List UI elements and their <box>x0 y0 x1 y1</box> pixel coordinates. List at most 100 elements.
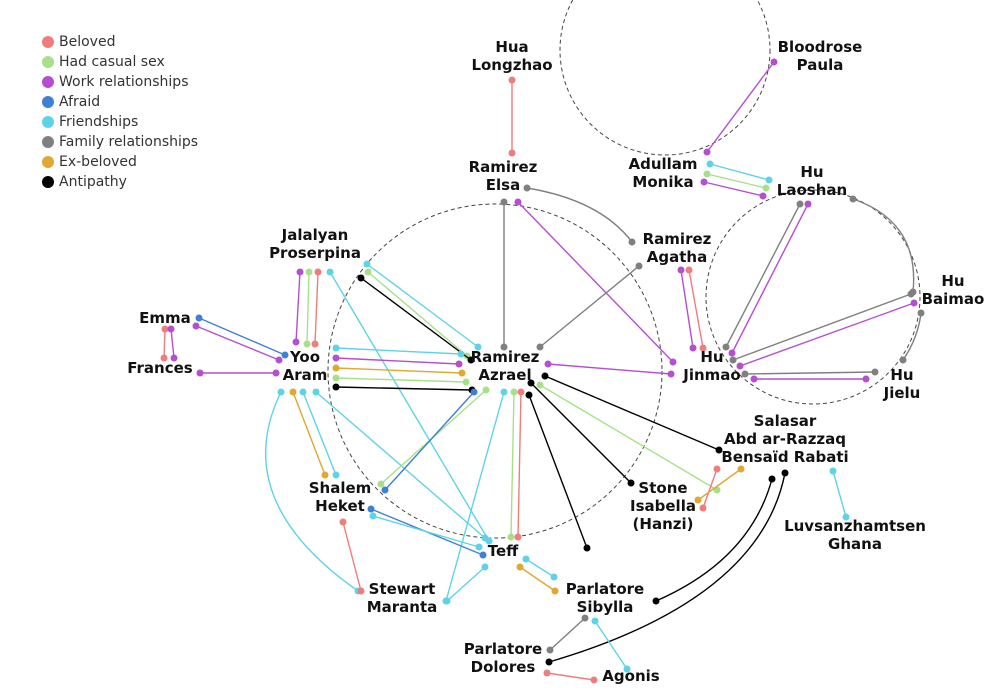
node-label-line: Sibylla <box>577 598 634 616</box>
link-sibylla-agonis-friend <box>594 620 628 670</box>
node-label-agonis: Agonis <box>602 667 659 685</box>
link-endpoint-dolores <box>545 658 553 666</box>
node-label-line: Isabella <box>630 497 696 515</box>
link-endpoint-sibylla <box>551 587 559 595</box>
link-endpoint-jinmao <box>750 375 758 383</box>
link-endpoint-jinmao <box>736 362 744 370</box>
node-label-line: Adullam <box>628 155 697 173</box>
link-baimao-jinmao-family <box>732 293 912 361</box>
node-label-line: Azrael <box>478 366 531 384</box>
node-label-line: (Hanzi) <box>633 515 694 533</box>
link-endpoint-shalem <box>377 480 385 488</box>
link-azrael-stone-antipathy <box>530 382 632 484</box>
link-endpoint-salasar <box>768 475 776 483</box>
link-endpoint-yoo <box>332 354 340 362</box>
link-endpoint-shalem <box>369 512 377 520</box>
link-azrael-teff-beloved <box>517 391 522 538</box>
link-endpoint-frances <box>170 354 178 362</box>
link-endpoint-yoo <box>275 356 283 364</box>
node-label-line: Ramirez <box>643 230 712 248</box>
link-endpoint-jalalyan <box>314 268 322 276</box>
link-yoo-shalem-friend <box>302 391 337 476</box>
node-label-line: Stone <box>638 479 687 497</box>
legend-swatch-work <box>42 76 54 88</box>
link-endpoint-azrael <box>500 343 508 351</box>
link-endpoint-sibylla <box>583 544 591 552</box>
link-endpoint-azrael <box>458 369 466 377</box>
link-adullam-laoshan-work <box>703 181 764 197</box>
link-endpoint-teff <box>507 533 515 541</box>
legend-item-antipathy: Antipathy <box>42 172 198 192</box>
legend-label: Beloved <box>59 34 116 50</box>
node-label-line: Hu <box>890 366 913 384</box>
link-salasar-luvsan-friend <box>832 470 847 518</box>
node-label-line: Dolores <box>471 658 536 676</box>
link-endpoint-yoo <box>277 388 285 396</box>
link-endpoint-yoo <box>332 374 340 382</box>
cluster-circle-1 <box>327 203 663 539</box>
link-endpoint-shalem <box>321 471 329 479</box>
link-shalem-stewart-beloved <box>342 521 362 592</box>
legend-item-work: Work relationships <box>42 72 198 92</box>
link-yoo-azrael-exbeloved <box>335 367 463 374</box>
node-label-line: Yoo <box>289 348 320 366</box>
cluster-circle-3 <box>705 189 921 405</box>
node-label-line: Emma <box>139 309 191 327</box>
link-yoo-shalem-exbeloved <box>292 391 326 476</box>
link-endpoint-sibylla <box>591 617 599 625</box>
legend-label: Ex-beloved <box>59 154 137 170</box>
link-endpoint-salasar <box>829 467 837 475</box>
link-endpoint-yoo <box>292 338 300 346</box>
node-label-line: Parlatore <box>566 580 644 598</box>
link-endpoint-bloodrose <box>770 58 778 66</box>
link-adullam-laoshan-friend <box>709 163 770 181</box>
legend-swatch-casual <box>42 56 54 68</box>
link-emma-frances-beloved <box>163 328 166 359</box>
link-azrael-jinmao-work <box>547 363 672 375</box>
link-endpoint-azrael <box>525 391 533 399</box>
legend-swatch-exbeloved <box>42 156 54 168</box>
legend-label: Friendships <box>59 114 139 130</box>
node-label-line: Jielu <box>883 384 921 402</box>
legend-swatch-afraid <box>42 96 54 108</box>
link-endpoint-frances <box>160 354 168 362</box>
legend-item-afraid: Afraid <box>42 92 198 112</box>
node-label-line: Teff <box>488 542 519 560</box>
node-label-line: Stewart <box>369 580 436 598</box>
link-endpoint-laoshan <box>796 200 804 208</box>
link-bloodrose-adullam-work <box>706 61 775 153</box>
node-label-line: Parlatore <box>464 640 542 658</box>
link-endpoint-jinmao <box>689 344 697 352</box>
link-azrael-shalem-afraid <box>384 391 475 491</box>
link-teff-stewart-friend <box>446 566 486 602</box>
link-endpoint-azrael <box>536 381 544 389</box>
link-endpoint-adullam <box>706 160 714 168</box>
link-endpoint-azrael <box>467 356 475 364</box>
link-endpoint-emma <box>161 325 169 333</box>
link-elsa-agatha-family <box>526 187 633 243</box>
link-endpoint-elsa <box>508 149 516 157</box>
node-label-line: Agonis <box>602 667 659 685</box>
link-endpoint-azrael <box>541 372 549 380</box>
link-endpoint-jinmao <box>667 370 675 378</box>
link-endpoint-jalalyan <box>305 268 313 276</box>
link-endpoint-shalem <box>332 471 340 479</box>
cluster-circle-2 <box>559 0 771 156</box>
link-endpoint-azrael <box>457 350 465 358</box>
link-emma-frances-work <box>170 328 175 359</box>
link-endpoint-shalem <box>367 505 375 513</box>
link-endpoint-emma <box>195 314 203 322</box>
link-endpoint-agonis <box>590 676 598 684</box>
link-endpoint-jinmao <box>669 358 677 366</box>
link-endpoint-agatha <box>628 238 636 246</box>
link-baimao-jielu-family <box>902 312 922 361</box>
node-label-line: Ghana <box>828 535 882 553</box>
link-shalem-teff-friend <box>372 515 480 548</box>
